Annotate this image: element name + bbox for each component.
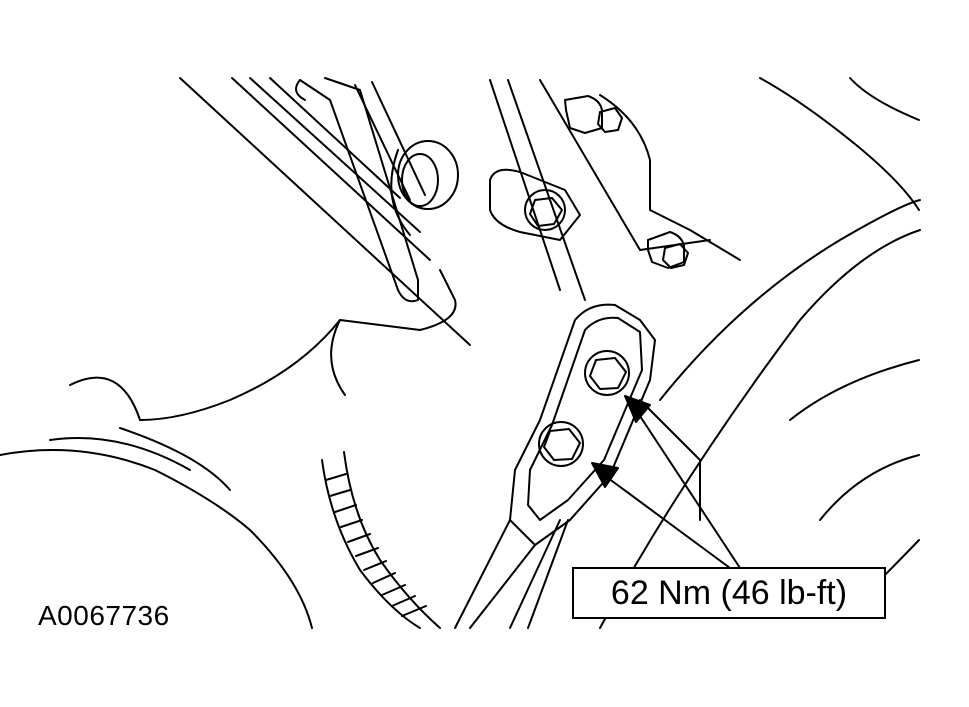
- hex-bolt-top-1: [564, 95, 623, 134]
- arrowhead-icon: [624, 395, 651, 423]
- torque-callout: 62 Nm (46 lb-ft): [572, 567, 886, 619]
- leader-lines: [607, 409, 741, 569]
- hex-bolt-top-2: [647, 231, 689, 269]
- hex-bolt-arm: [524, 189, 566, 231]
- mount-bolt-upper: [584, 350, 630, 396]
- mount-plate: [454, 303, 656, 629]
- mount-bolt-lower: [538, 421, 584, 467]
- housing-body: [0, 269, 457, 629]
- right-housing: [599, 77, 921, 629]
- figure-id: A0067736: [38, 600, 170, 631]
- corrugated-hose: [321, 451, 441, 629]
- torque-label: 62 Nm (46 lb-ft): [610, 573, 848, 612]
- pulley-hub: [390, 140, 459, 236]
- frame-rail: [179, 77, 471, 346]
- tube-assembly: [295, 77, 426, 303]
- arrowhead-icon: [591, 462, 619, 488]
- upper-bracket: [489, 79, 741, 301]
